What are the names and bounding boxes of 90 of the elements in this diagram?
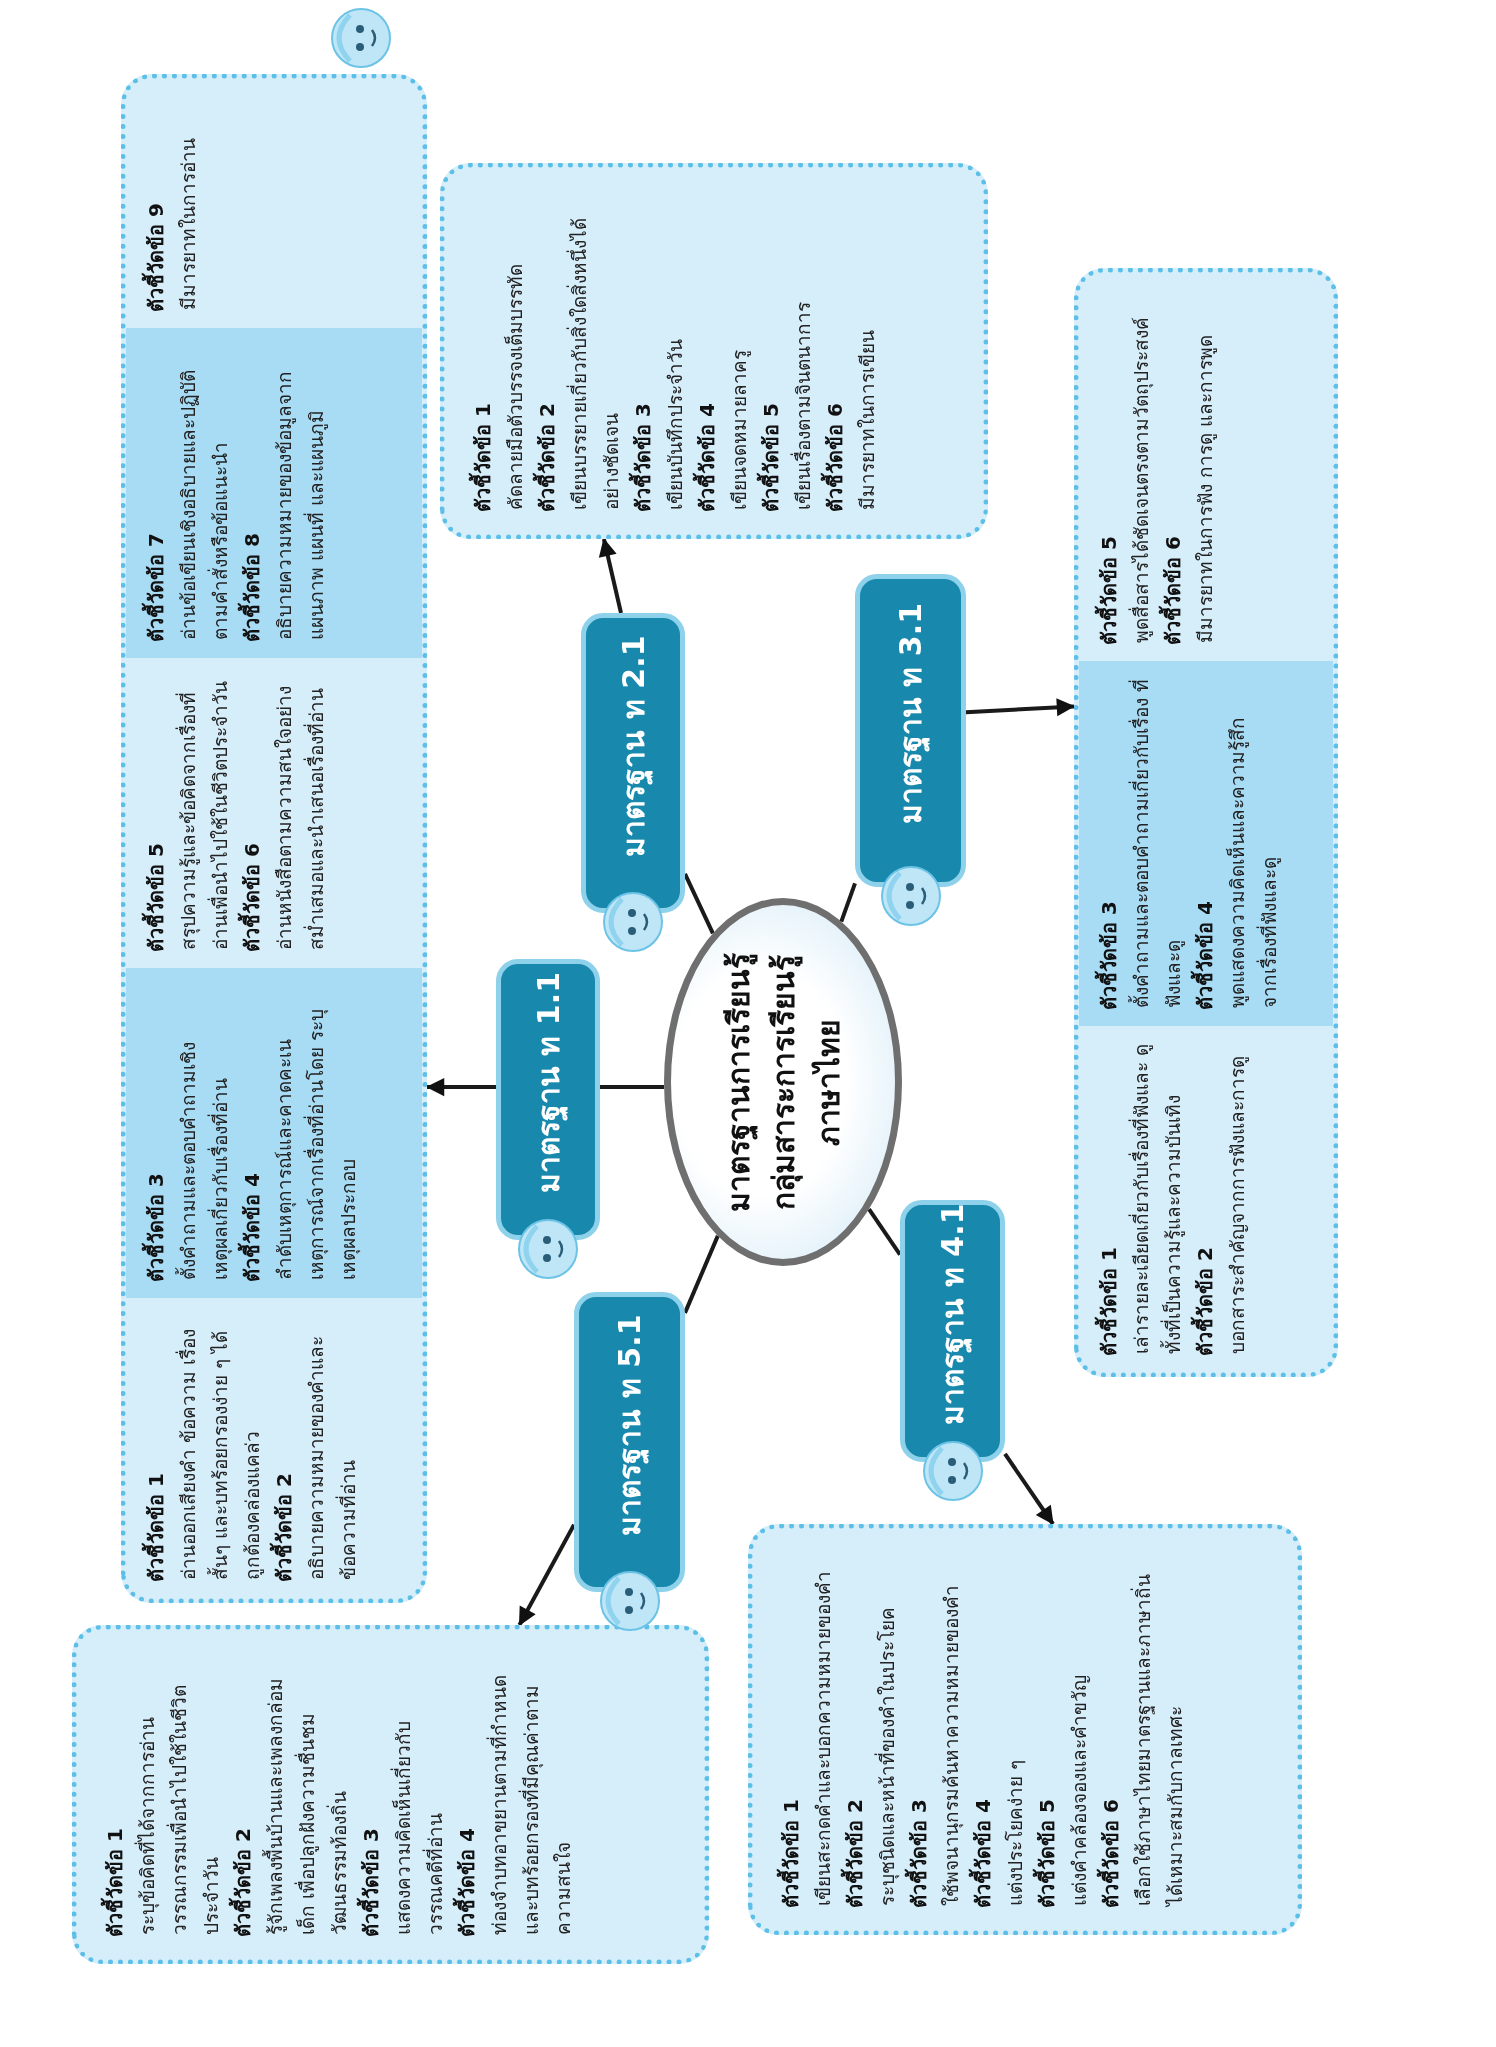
indicator-heading: ตัวชี้วัดข้อ 5: [755, 190, 787, 512]
indicator-heading: ตัวชี้วัดข้อ 2: [839, 1551, 871, 1908]
connector-line: [600, 1085, 664, 1089]
standard-pill: [574, 1292, 685, 1592]
indicator-text: ท่องจำบทอาขยานตามที่กำหนด และบทร้อยกรองที่มีคุณค่าตาม ความสนใจ: [485, 1674, 575, 1937]
indicator-text: อ่านหนังสือตามความสนใจอย่าง สม่ำเสมอและนำเสนอเรื่องที่อ่าน: [272, 685, 328, 952]
indicator-text: เลือกใช้ภาษาไทยมาตรฐานและภาษาถิ่น ได้เหมาะสมกับกาลเทศะ: [1129, 1573, 1187, 1908]
indicator-panel: [1074, 268, 1338, 1377]
indicator-text: อ่านออกเสียงคำ ข้อความ เรื่อง สั้นๆ และบทร้อยกรองง่าย ๆ ได้ ถูกต้องคล่องแคล่ว: [174, 1327, 265, 1582]
indicator-box: [748, 1524, 1302, 1935]
indicator-heading: ตัวชี้วัดข้อ 3: [140, 984, 172, 1282]
indicator-text: เขียนจดหมายลาครู: [727, 349, 752, 512]
indicator-text: แต่งคำคล้องจองและคำขวัญ: [1067, 1674, 1091, 1908]
indicator-heading: ตัวชี้วัดข้อ 6: [819, 190, 851, 512]
indicator-text: ตั้งคำถามและตอบคำถามเกี่ยวกับเรื่อง ที่ฟังและดู: [1127, 677, 1186, 1010]
standard-label: มาตรฐาน ท 3.1: [892, 603, 931, 825]
indicator-heading: ตัวชี้วัดข้อ 1: [1093, 1042, 1125, 1356]
indicator-text: เขียนสะกดคำและบอกความหมายของคำ: [811, 1570, 835, 1908]
indicator-column: [126, 328, 422, 658]
indicator-heading: ตัวชี้วัดข้อ 3: [627, 190, 659, 512]
indicator-heading: ตัวชี้วัดข้อ 3: [1093, 677, 1125, 1010]
indicator-column: [126, 968, 422, 1298]
standard-pill: [855, 574, 966, 887]
indicator-text: สรุปความรู้และข้อคิดจากเรื่องที่ อ่านเพื่อนำไปใช้ในชีวิตประจำวัน: [174, 680, 232, 952]
indicator-heading: ตัวชี้วัดข้อ 5: [140, 674, 172, 952]
connector-line: [683, 873, 715, 935]
indicator-text: ระบุข้อคิดที่ได้จากการอ่าน วรรณกรรมเพื่อนำไปใช้ในชีวิต ประจำวัน: [133, 1684, 223, 1937]
indicator-heading: ตัวชี้วัดข้อ 4: [451, 1652, 483, 1937]
indicator-heading: ตัวชี้วัดข้อ 3: [903, 1551, 935, 1908]
indicator-heading: ตัวชี้วัดข้อ 6: [1095, 1551, 1127, 1908]
indicator-heading: ตัวชี้วัดข้อ 4: [236, 984, 268, 1282]
indicator-heading: ตัวชี้วัดข้อ 4: [691, 190, 723, 512]
indicator-text: คัดลายมือตัวบรรจงเต็มบรรทัด: [503, 263, 527, 512]
indicator-heading: ตัวชี้วัดข้อ 8: [236, 344, 268, 642]
indicator-text: รู้จักเพลงพื้นบ้านและเพลงกล่อม เด็ก เพื่อปลูกฝังความชื่นชม วัฒนธรรมท้องถิ่น: [261, 1677, 351, 1937]
indicator-text: อธิบายความหมายของคำและ ข้อความที่อ่าน: [304, 1335, 360, 1582]
connector-line: [867, 1208, 902, 1256]
indicator-heading: ตัวชี้วัดข้อ 9: [140, 95, 172, 312]
indicator-box: [440, 163, 988, 539]
indicator-text: เขียนบันทึกประจำวัน: [663, 338, 687, 512]
indicator-heading: ตัวชี้วัดข้อ 4: [967, 1551, 999, 1908]
indicator-heading: ตัวชี้วัดข้อ 1: [99, 1652, 131, 1937]
indicator-column: [1079, 661, 1333, 1026]
indicator-heading: ตัวชี้วัดข้อ 1: [775, 1551, 807, 1908]
indicator-text: อ่านข้อเขียนเชิงอธิบายและปฏิบัติ ตามคำสั่งหรือข้อแนะนำ: [176, 369, 232, 642]
indicator-text: แต่งประโยคง่าย ๆ: [1003, 1758, 1027, 1908]
indicator-box: [72, 1625, 709, 1964]
indicator-text: เขียนบรรยายเกี่ยวกับสิ่งใดสิ่งหนึ่งได้ อย่างชัดเจน: [565, 217, 623, 512]
indicator-heading: ตัวชี้วัดข้อ 5: [1093, 289, 1125, 645]
indicator-text: ลำดับเหตุการณ์และคาดคะเน เหตุการณ์จากเรื่องที่อ่านโดย ระบุเหตุผลประกอบ: [272, 1007, 361, 1282]
indicator-text: บอกสาระสำคัญจากการฟังและการดู: [1225, 1055, 1250, 1356]
indicator-text: มีมารยาทในการฟัง การดู และการพูด: [1193, 333, 1218, 645]
arrow: [517, 1523, 576, 1626]
indicator-text: ใช้พจนานุกรมค้นหาความหมายของคำ: [939, 1584, 964, 1908]
indicator-heading: ตัวชี้วัดข้อ 2: [268, 1314, 300, 1582]
arrow: [426, 1077, 496, 1097]
standard-label: มาตรฐาน ท 2.1: [614, 635, 654, 857]
indicator-text: อธิบายความหมายของข้อมูลจาก แผนภาพ แผนที่ และแผนภูมิ: [272, 370, 329, 642]
indicator-heading: ตัวชี้วัดข้อ 1: [140, 1314, 172, 1582]
arrow: [965, 698, 1075, 717]
indicator-text: พูดสื่อสารได้ชัดเจนตรงตามวัตถุประสงค์: [1127, 316, 1154, 645]
indicator-heading: ตัวชี้วัดข้อ 3: [355, 1652, 387, 1937]
arrow: [598, 538, 623, 614]
indicator-text: ตั้งคำถามและตอบคำถามเชิง เหตุผลเกี่ยวกับเรื่องที่อ่าน: [174, 1041, 233, 1282]
indicator-heading: ตัวชี้วัดข้อ 5: [1031, 1551, 1063, 1908]
indicator-text: ระบุชนิดและหน้าที่ของคำในประโยค: [873, 1606, 900, 1908]
connector-line: [683, 1235, 720, 1314]
indicator-text: มีมารยาทในการเขียน: [855, 329, 879, 512]
indicator-heading: ตัวชี้วัดข้อ 7: [140, 344, 172, 642]
standard-pill: [496, 959, 600, 1240]
indicator-heading: ตัวชี้วัดข้อ 2: [531, 190, 563, 512]
standard-label: มาตรฐาน ท 1.1: [529, 972, 569, 1194]
standard-pill: [900, 1200, 1005, 1462]
indicator-panel: [121, 74, 427, 1603]
indicator-text: พูดแสดงความคิดเห็นและความรู้สึก จากเรื่องที่ฟังและดู: [1225, 716, 1282, 1010]
standard-pill: [581, 613, 685, 913]
center-title: มาตรฐานการเรียนรู้ กลุ่มสาระการเรียนรู้ ภาษาไทย: [719, 951, 847, 1214]
indicator-heading: ตัวชี้วัดข้อ 2: [227, 1652, 259, 1937]
indicator-heading: ตัวชี้วัดข้อ 6: [1157, 289, 1189, 645]
indicator-text: เขียนเรื่องตามจินตนาการ: [789, 301, 815, 512]
indicator-heading: ตัวชี้วัดข้อ 6: [236, 674, 268, 952]
indicator-text: มีมารยาทในการอ่าน: [176, 137, 200, 312]
indicator-heading: ตัวชี้วัดข้อ 2: [1189, 1042, 1221, 1356]
indicator-heading: ตัวชี้วัดข้อ 1: [467, 190, 499, 512]
indicator-heading: ตัวชี้วัดข้อ 4: [1189, 677, 1221, 1010]
indicator-text: เล่ารายละเอียดเกี่ยวกับเรื่องที่ฟังและ ดูทั้งที่เป็นความรู้และความบันเทิง: [1127, 1042, 1186, 1356]
arrow: [1003, 1452, 1055, 1526]
standard-label: มาตรฐาน ท 4.1: [934, 1203, 973, 1425]
standard-label: มาตรฐาน ท 5.1: [611, 1314, 650, 1536]
indicator-text: แสดงความคิดเห็นเกี่ยวกับ วรรณคดีที่อ่าน: [389, 1720, 447, 1937]
